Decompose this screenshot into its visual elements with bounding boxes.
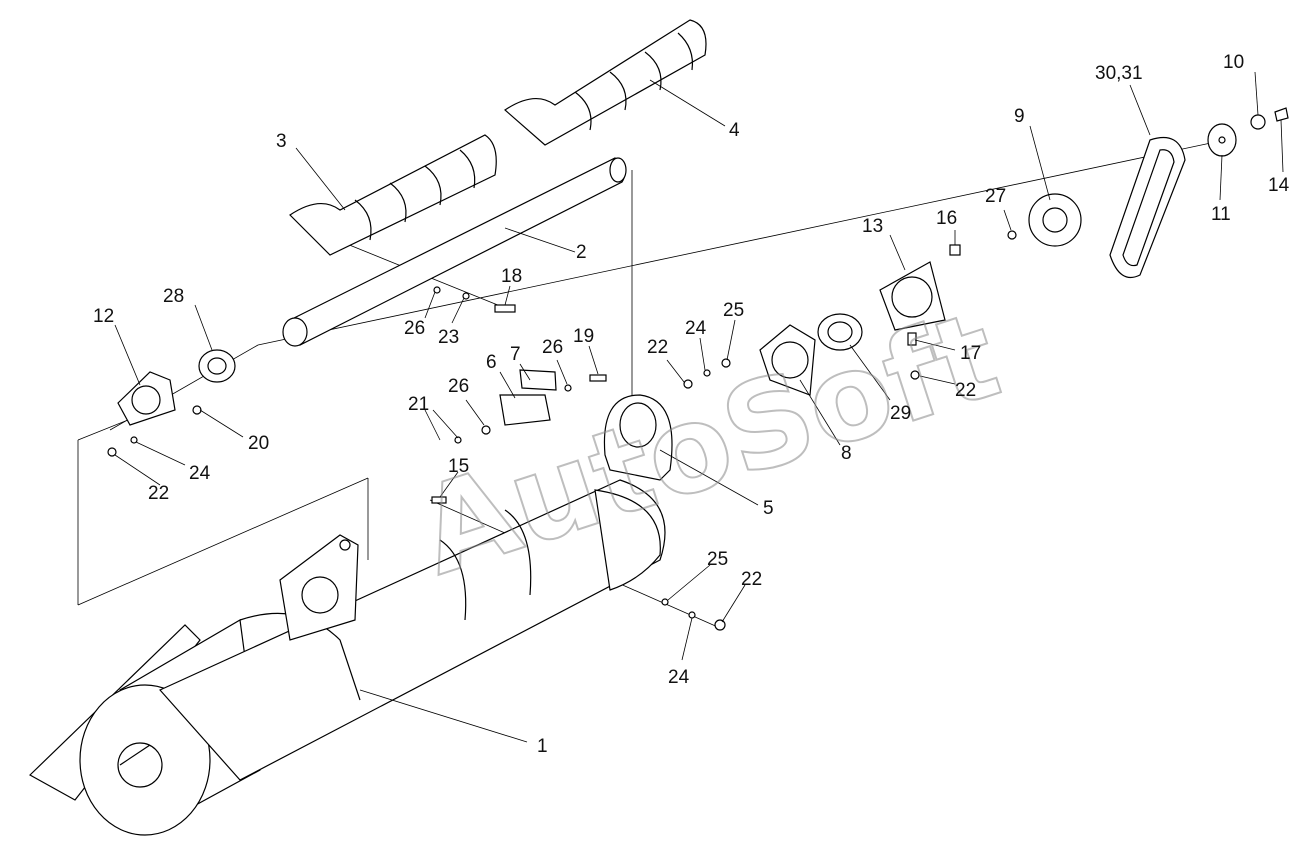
housing-body	[29, 479, 666, 836]
callout-26-a: 26	[404, 318, 425, 339]
callout-14: 14	[1268, 175, 1290, 196]
callout-22-c: 22	[955, 380, 976, 401]
callout-22-d: 22	[741, 569, 762, 590]
callout-23: 23	[438, 327, 459, 348]
callout-8: 8	[841, 443, 852, 464]
callout-26-c: 26	[542, 337, 563, 358]
flange-13	[879, 261, 946, 331]
washer-disk-11	[1207, 123, 1237, 157]
callout-29: 29	[890, 403, 911, 424]
callout-18: 18	[501, 266, 522, 287]
half-cover-4	[504, 19, 707, 146]
callout-9: 9	[1014, 106, 1025, 127]
gasket-8	[759, 324, 816, 396]
callout-22-a: 22	[148, 483, 169, 504]
callout-22-b: 22	[647, 337, 668, 358]
callout-labels: 1 2 3 4 5 6 7 8 9 10 11 12 13 14 15 16 1…	[93, 52, 1290, 757]
bearing-28	[198, 349, 236, 383]
callout-6: 6	[486, 352, 497, 373]
callout-19: 19	[573, 326, 594, 347]
housing-flange	[279, 534, 359, 641]
callout-13: 13	[862, 216, 883, 237]
callout-7: 7	[510, 344, 521, 365]
callout-1: 1	[537, 736, 548, 757]
callout-12: 12	[93, 306, 114, 327]
small-washer-10	[1250, 114, 1266, 130]
callout-11: 11	[1211, 204, 1231, 225]
callout-27: 27	[985, 186, 1006, 207]
bearing-29	[817, 313, 863, 351]
callout-2: 2	[576, 242, 587, 263]
callout-10: 10	[1223, 52, 1244, 73]
drive-chain	[1109, 136, 1186, 279]
fasteners	[107, 230, 1017, 631]
callout-15: 15	[448, 456, 469, 477]
callout-24-a: 24	[189, 463, 211, 484]
callout-4: 4	[729, 120, 740, 141]
callout-16: 16	[936, 208, 957, 229]
callout-24-b: 24	[685, 318, 707, 339]
callout-3: 3	[276, 131, 287, 152]
callout-5: 5	[763, 498, 774, 519]
callout-21: 21	[408, 394, 429, 415]
sprocket-9	[1028, 193, 1082, 247]
callout-25-a: 25	[723, 300, 744, 321]
flange-12	[117, 371, 176, 426]
half-cover-3	[289, 134, 497, 256]
bolt-14	[1274, 107, 1289, 122]
callout-24-c: 24	[668, 667, 690, 688]
callout-26-b: 26	[448, 376, 469, 397]
callout-30-31: 30,31	[1095, 63, 1143, 84]
callout-25-b: 25	[707, 549, 728, 570]
leader-lines	[114, 71, 1284, 743]
callout-28: 28	[163, 286, 184, 307]
roller-shaft	[282, 157, 627, 347]
callout-20: 20	[248, 433, 269, 454]
callout-17: 17	[960, 343, 981, 364]
brackets-6-7	[499, 369, 557, 426]
bracket-5	[603, 394, 673, 481]
